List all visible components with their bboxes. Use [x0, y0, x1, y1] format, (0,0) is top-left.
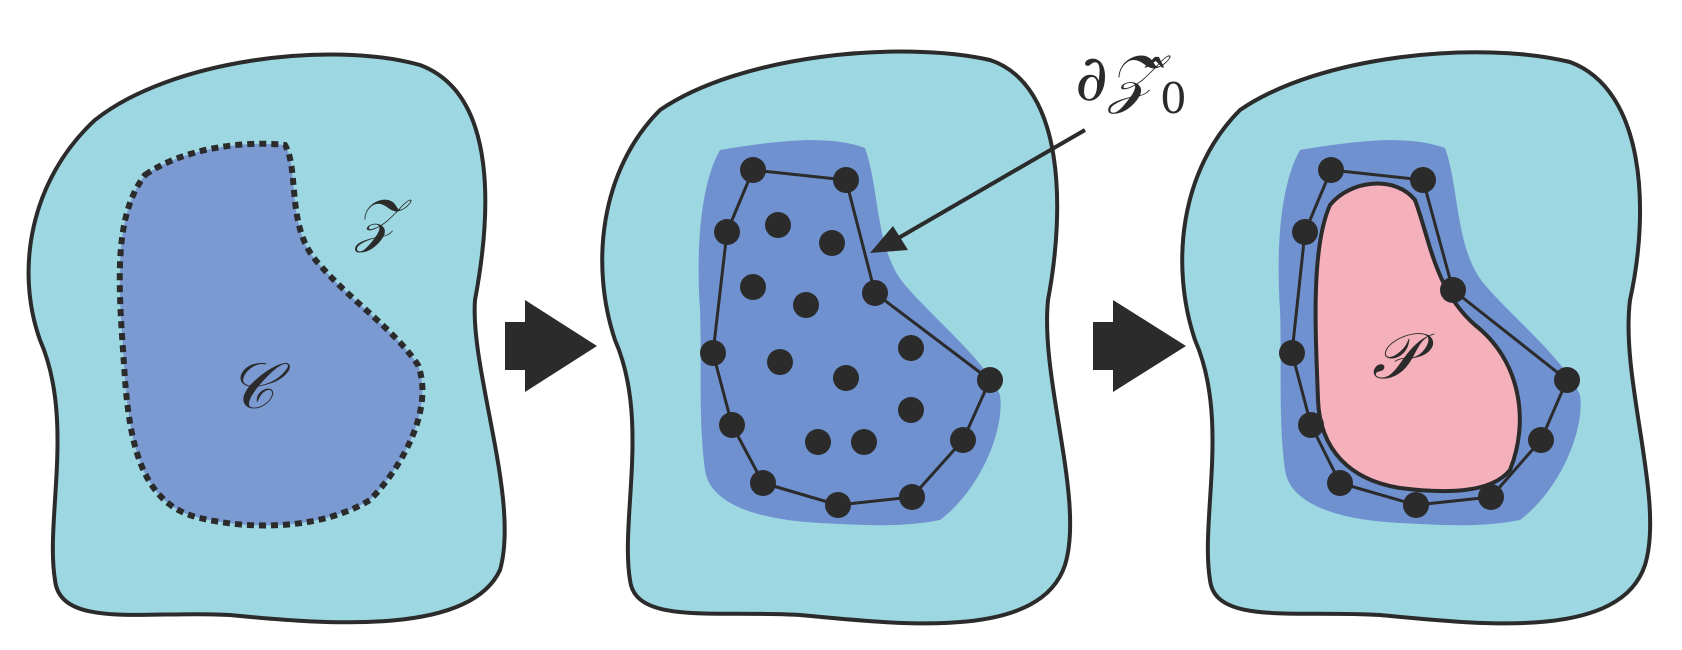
right-arrow-icon — [1093, 300, 1186, 392]
region-c-dashed — [116, 140, 426, 529]
polytope-outline-3 — [1290, 168, 1569, 507]
boundary-points — [1279, 157, 1580, 518]
label-boundary: ∂𝒵̂ — [1075, 42, 1171, 116]
right-arrow-icon — [505, 300, 597, 392]
pointer-arrow-icon — [870, 128, 1087, 253]
polytope-outline — [711, 168, 992, 507]
region-p — [1313, 181, 1522, 494]
panel-1: 𝒵 𝒞 — [26, 52, 507, 625]
panel-3: 𝒫 — [1180, 50, 1653, 626]
label-boundary-subscript: 0 — [1160, 74, 1187, 123]
sample-points — [700, 157, 1003, 518]
panel-2: ∂𝒵̂ 0 — [600, 42, 1187, 626]
